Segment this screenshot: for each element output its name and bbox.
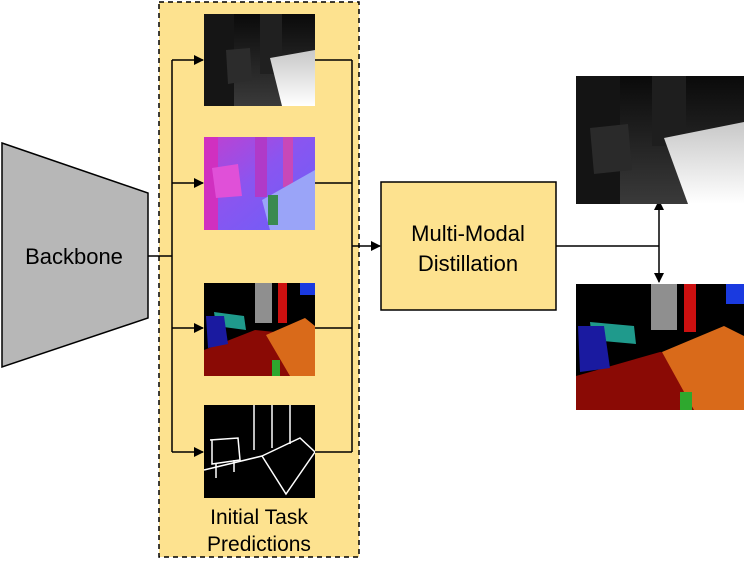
initial-edges-image <box>203 405 316 498</box>
backbone-block <box>1 141 149 369</box>
initial-depth-image <box>204 14 315 106</box>
initial-predictions-caption-line1: Initial Task <box>210 506 308 529</box>
distillation-box <box>380 181 557 311</box>
final-depth-image <box>576 76 744 204</box>
initial-normals-image <box>204 137 315 230</box>
final-segmentation-image <box>576 284 744 410</box>
backbone-label: Backbone <box>25 244 123 269</box>
distillation-label-line2: Distillation <box>418 251 518 276</box>
initial-predictions-caption-line2: Predictions <box>207 533 311 556</box>
distillation-label-line1: Multi-Modal <box>411 221 525 246</box>
initial-segmentation-image <box>204 283 315 376</box>
